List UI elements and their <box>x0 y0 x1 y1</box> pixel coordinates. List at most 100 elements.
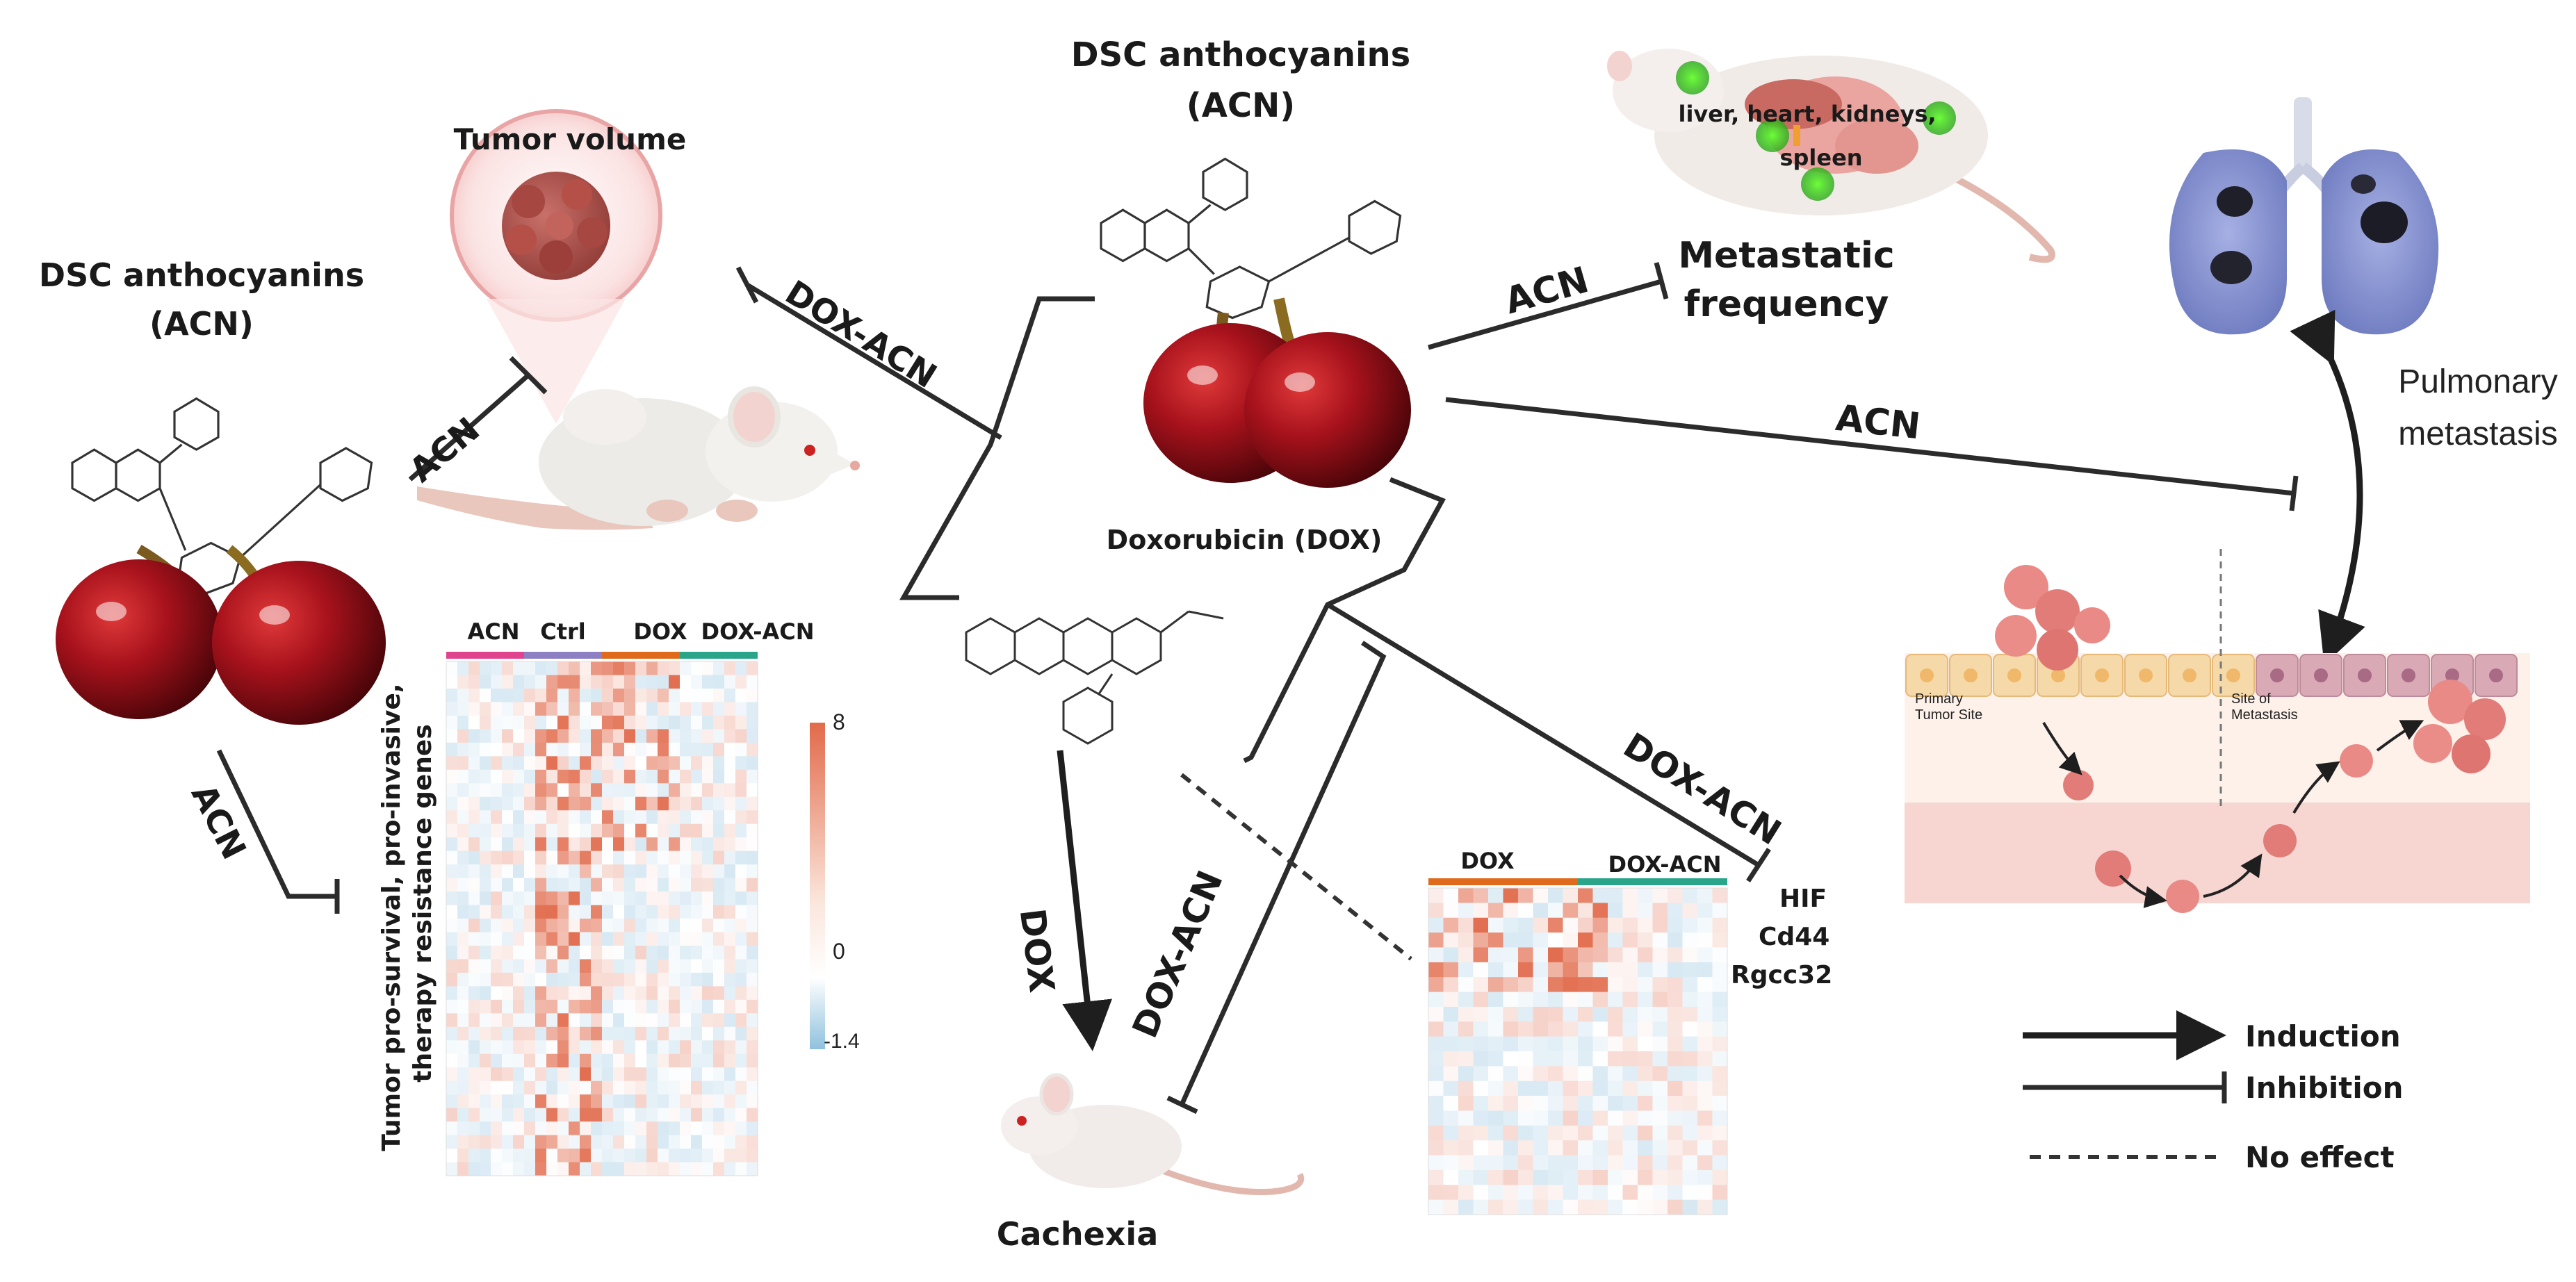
heatRight-cell <box>1533 1125 1549 1141</box>
heatLeft-cell <box>446 986 458 1001</box>
met-site-label-2: Metastasis <box>2231 707 2298 723</box>
heatLeft-cell <box>735 999 747 1014</box>
heatRight-cell <box>1638 977 1653 993</box>
heatRight-cell <box>1563 1169 1579 1185</box>
heatRight-cell <box>1652 1096 1668 1111</box>
heatLeft-cell <box>724 1162 736 1176</box>
heatLeft-cell <box>724 661 736 675</box>
heatRight-cell <box>1428 1066 1444 1082</box>
heatLeft-cell <box>635 729 647 743</box>
heatLeft-cell <box>557 932 569 946</box>
heatLeft-cell <box>713 729 725 743</box>
pulmonary-label-2: metastasis <box>2398 416 2557 452</box>
heatLeft-cell <box>502 1040 514 1055</box>
heatLeft-cell <box>457 810 469 825</box>
heatLeft-cell <box>624 688 636 702</box>
heatLeft-cell <box>635 850 647 865</box>
heatLeft-cell <box>513 1108 525 1122</box>
heatLeft-cell <box>624 823 636 838</box>
heatLeft-cell <box>747 1094 758 1109</box>
heatLeft-cell <box>457 864 469 879</box>
heatRight-cell <box>1652 977 1668 993</box>
heatRight-cell <box>1608 1021 1623 1037</box>
heatLeft-cell <box>446 810 458 825</box>
heatLeft-cell <box>691 1094 703 1109</box>
heatLeft-cell <box>635 702 647 716</box>
heatLeft-cell <box>502 823 514 838</box>
heatRight-cell <box>1488 1155 1503 1171</box>
heatRight-cell <box>1668 903 1683 919</box>
heatRight-cell <box>1428 1140 1444 1156</box>
heatRight-cell <box>1428 1006 1444 1022</box>
heatRight-cell <box>1563 1185 1579 1201</box>
heatLeft-cell <box>691 905 703 919</box>
heatRight-cell <box>1712 977 1728 993</box>
heatLeft-cell <box>702 783 714 798</box>
heatLeft-cell <box>613 1149 625 1163</box>
heatRight-cell <box>1578 1006 1593 1022</box>
heatLeft-cell <box>468 1013 480 1028</box>
heatLeft-cell <box>513 932 525 946</box>
heatLeft-cell <box>646 864 658 879</box>
heatRight-cell <box>1518 1036 1533 1052</box>
heatLeft-cell <box>457 756 469 771</box>
heatLeft-cell <box>669 850 680 865</box>
metastasis-panel <box>1905 549 2530 913</box>
heatLeft-cell <box>457 1026 469 1041</box>
heatLeft-cell <box>546 810 558 825</box>
heatRight-cell <box>1622 1125 1638 1141</box>
heatLeft-cell <box>747 986 758 1001</box>
heatLeft-cell <box>613 756 625 771</box>
heatLeft-cell <box>591 999 603 1014</box>
heatRight-cell <box>1638 1036 1653 1052</box>
heatLeft-cell <box>624 702 636 716</box>
heatRight-cell <box>1488 1006 1503 1022</box>
heatLeft-cell <box>524 945 536 960</box>
heatRight-cell <box>1563 1080 1579 1096</box>
heatRight-cell <box>1668 977 1683 993</box>
heatLeft-cell <box>524 810 536 825</box>
heatLeft-cell <box>669 1121 680 1136</box>
heatLeft-cell <box>713 783 725 798</box>
heatLeft-cell <box>691 1053 703 1068</box>
heatLeft-cell <box>546 959 558 973</box>
heatRight-cell <box>1428 992 1444 1008</box>
heatRight-cell <box>1443 1185 1459 1201</box>
heatLeft-cell <box>513 878 525 892</box>
heatLeft-cell <box>591 878 603 892</box>
heatRight-cell <box>1638 917 1653 933</box>
heatLeft-cell <box>491 837 503 852</box>
heatLeft-cell <box>646 715 658 730</box>
heatmap-left-group-acn: ACN <box>467 618 519 645</box>
heatRight-cell <box>1503 1199 1519 1215</box>
heatRight-cell <box>1563 1140 1579 1156</box>
heatLeft-cell <box>502 1067 514 1082</box>
heatLeft-cell <box>580 919 592 932</box>
heatLeft-cell <box>602 661 614 675</box>
heatLeft-cell <box>602 1121 614 1136</box>
heatLeft-cell <box>491 891 503 906</box>
heatLeft-cell <box>480 945 491 960</box>
heatLeft-cell <box>724 796 736 811</box>
heatLeft-cell <box>635 1040 647 1055</box>
heatLeft-cell <box>557 891 569 906</box>
heatLeft-cell <box>535 1053 547 1068</box>
heatRight-cell <box>1682 1080 1698 1096</box>
heatLeft-cell <box>502 769 514 784</box>
heatRight-cell <box>1622 1096 1638 1111</box>
heatLeft-cell <box>680 810 692 825</box>
heatLeft-cell <box>635 972 647 987</box>
heatLeft-cell <box>713 1094 725 1109</box>
heatLeft-cell <box>735 661 747 675</box>
heatLeft-cell <box>702 1026 714 1041</box>
heatLeft-cell <box>724 945 736 960</box>
heatRight-cell <box>1428 1169 1444 1185</box>
heatLeft-cell <box>691 823 703 838</box>
heatLeft-cell <box>613 688 625 702</box>
heatLeft-cell <box>602 850 614 865</box>
heatRight-cell <box>1548 1021 1563 1037</box>
heatRight-cell <box>1488 932 1503 948</box>
heatRight-cell <box>1518 1185 1533 1201</box>
heatRight-cell <box>1697 1096 1713 1111</box>
heatLeft-cell <box>546 986 558 1001</box>
